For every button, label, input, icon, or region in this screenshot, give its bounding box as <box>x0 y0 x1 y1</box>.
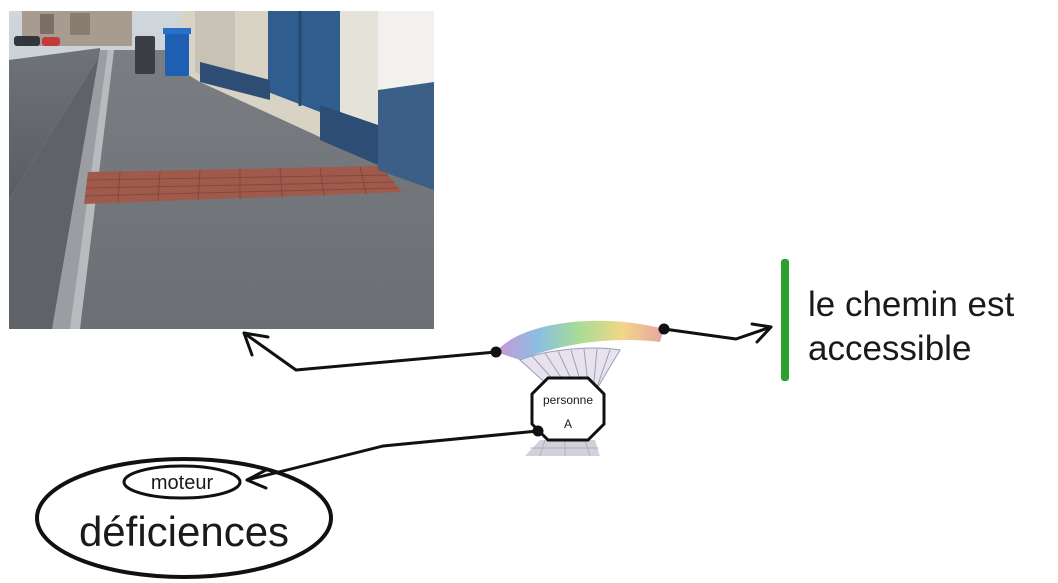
connector-dot-photo <box>490 346 502 358</box>
deficiency-group: moteur déficiences <box>35 457 333 579</box>
deficiency-inner-ellipse <box>122 464 242 500</box>
connector-dot-deficiency <box>532 425 544 437</box>
arrow-to-deficiency <box>245 429 540 490</box>
person-node-label-line2: A <box>564 417 572 431</box>
conclusion-text: le chemin est accessible <box>808 283 1058 371</box>
deficiency-outer-ellipse <box>35 457 333 579</box>
person-node: personne A <box>530 376 606 442</box>
conclusion-line-2: accessible <box>808 329 972 368</box>
conclusion-line-1: le chemin est <box>808 285 1015 324</box>
person-node-label-line1: personne <box>543 393 593 407</box>
deficiency-outer-label: déficiences <box>79 508 289 555</box>
deficiency-inner-label: moteur <box>151 472 214 494</box>
street-photo <box>9 11 434 329</box>
connector-dot-conclusion <box>658 323 670 335</box>
arrow-to-conclusion <box>662 322 773 344</box>
arrow-to-photo <box>242 331 498 372</box>
conclusion-green-bar <box>781 259 789 381</box>
